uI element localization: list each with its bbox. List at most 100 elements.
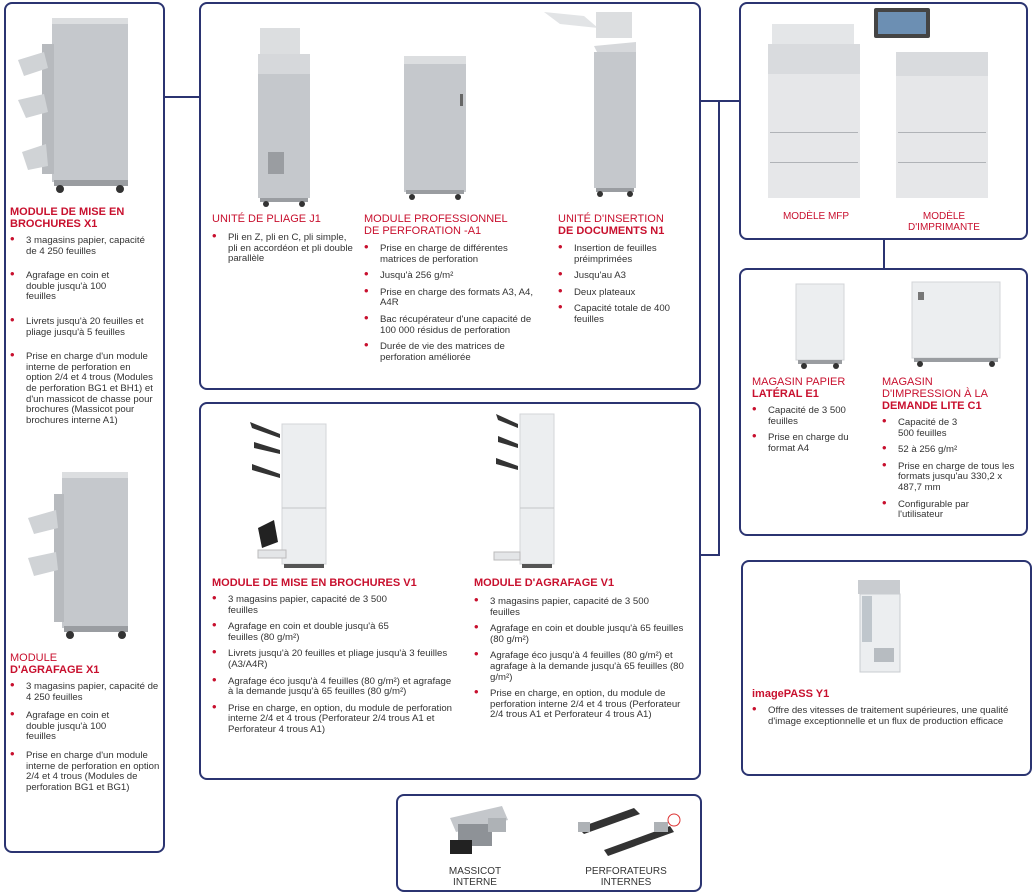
trimmer-label-line2: INTERNE bbox=[453, 877, 497, 888]
insert-n1-title-line1: UNITÉ D'INSERTION bbox=[558, 213, 664, 225]
mfp-label: MODÈLE MFP bbox=[764, 211, 868, 222]
connector-top-right bbox=[700, 100, 740, 102]
list-item: Agrafage éco jusqu'à 4 feuilles (80 g/m²… bbox=[474, 649, 696, 683]
staple-x1-title-line2: D'AGRAFAGE X1 bbox=[10, 664, 100, 676]
lateral-e1-bullets: Capacité de 3 500 feuilles Prise en char… bbox=[752, 404, 876, 460]
trimmer-label: MASSICOT INTERNE bbox=[430, 866, 520, 888]
trimmer-label-line1: MASSICOT bbox=[448, 866, 502, 877]
list-item: 52 à 256 g/m² bbox=[882, 443, 1022, 456]
list-item: 3 magasins papier, capacité de 3 500 feu… bbox=[474, 595, 696, 618]
demand-c1-title-line3: DEMANDE LITE C1 bbox=[882, 400, 982, 412]
list-item: Offre des vitesses de traitement supérie… bbox=[752, 704, 1026, 727]
imagepass-bullets: Offre des vitesses de traitement supérie… bbox=[752, 704, 1026, 733]
list-item: Prise en charge d'un module interne de p… bbox=[10, 749, 160, 793]
mfp-label-text: MODÈLE MFP bbox=[782, 211, 850, 222]
punch-a1-bullets: Prise en charge de différentes matrices … bbox=[364, 242, 540, 369]
lateral-e1-title-line2: LATÉRAL E1 bbox=[752, 388, 819, 400]
list-item: Jusqu'au A3 bbox=[558, 269, 698, 282]
staple-x1-title-line1: MODULE bbox=[10, 652, 58, 664]
list-item: Prise en charge, en option, du module de… bbox=[212, 702, 458, 736]
imagepass-image bbox=[858, 580, 901, 673]
booklet-x1-title: MODULE DE MISE EN BROCHURES X1 bbox=[10, 206, 160, 230]
fold-j1-image bbox=[258, 28, 310, 207]
connector-left bbox=[164, 96, 200, 98]
staple-x1-title: MODULE D'AGRAFAGE X1 bbox=[10, 652, 160, 676]
insert-n1-title: UNITÉ D'INSERTION DE DOCUMENTS N1 bbox=[558, 213, 698, 237]
list-item: Agrafage éco jusqu'à 4 feuilles (80 g/m²… bbox=[212, 675, 458, 698]
insert-n1-title-line2: DE DOCUMENTS N1 bbox=[558, 225, 665, 237]
demand-c1-title-line2: D'IMPRESSION À LA bbox=[882, 388, 989, 400]
booklet-v1-title: MODULE DE MISE EN BROCHURES V1 bbox=[212, 577, 482, 589]
connector-mid-right bbox=[700, 554, 720, 556]
fold-j1-bullets: Pli en Z, pli en C, pli simple, pli en a… bbox=[212, 231, 358, 271]
printer-label-line1: MODÈLE bbox=[922, 211, 966, 222]
booklet-v1-bullets: 3 magasins papier, capacité de 3 500 feu… bbox=[212, 593, 458, 742]
demand-c1-image bbox=[911, 281, 1001, 367]
booklet-x1-title-line2: BROCHURES X1 bbox=[10, 218, 98, 230]
list-item: Deux plateaux bbox=[558, 286, 698, 299]
list-item: Capacité de 3 500 feuilles bbox=[882, 416, 1022, 439]
list-item: Prise en charge, en option, du module de… bbox=[474, 687, 696, 721]
punch-a1-title-line1: MODULE PROFESSIONNEL bbox=[364, 213, 508, 225]
list-item: Prise en charge de différentes matrices … bbox=[364, 242, 540, 265]
lateral-e1-title: MAGASIN PAPIER LATÉRAL E1 bbox=[752, 376, 872, 400]
list-item: Prise en charge d'un module interne de p… bbox=[10, 350, 158, 426]
printer-label-line2: D'IMPRIMANTE bbox=[908, 222, 980, 233]
staple-v1-title-text: MODULE D'AGRAFAGE V1 bbox=[474, 577, 615, 589]
list-item: Bac récupérateur d'une capacité de 100 0… bbox=[364, 313, 540, 336]
punch-a1-title-line2: DE PERFORATION -A1 bbox=[364, 225, 482, 237]
booklet-v1-image bbox=[250, 422, 327, 568]
staple-v1-title: MODULE D'AGRAFAGE V1 bbox=[474, 577, 694, 589]
trimmer-image bbox=[450, 806, 508, 854]
punch-a1-title: MODULE PROFESSIONNEL DE PERFORATION -A1 bbox=[364, 213, 544, 237]
list-item: Agrafage en coin et double jusqu'à 65 fe… bbox=[212, 620, 458, 643]
lateral-e1-image bbox=[795, 283, 845, 369]
list-item: Pli en Z, pli en C, pli simple, pli en a… bbox=[212, 231, 358, 265]
list-item: Agrafage en coin et double jusqu'à 65 fe… bbox=[474, 622, 696, 645]
demand-c1-title: MAGASIN D'IMPRESSION À LA DEMANDE LITE C… bbox=[882, 376, 1026, 412]
punchers-label-line1: PERFORATEURS bbox=[585, 866, 667, 877]
imagepass-title-text: imagePASS Y1 bbox=[752, 688, 830, 700]
list-item: Configurable par l'utilisateur bbox=[882, 498, 1022, 521]
fold-j1-title: UNITÉ DE PLIAGE J1 bbox=[212, 213, 352, 225]
panel-internal-options bbox=[396, 794, 702, 892]
mfp-image bbox=[768, 8, 988, 198]
list-item: Jusqu'à 256 g/m² bbox=[364, 269, 540, 282]
list-item: 3 magasins papier, capacité de 4 250 feu… bbox=[10, 680, 160, 703]
list-item: 3 magasins papier, capacité de 3 500 feu… bbox=[212, 593, 458, 616]
punch-a1-image bbox=[404, 56, 466, 200]
staple-v1-bullets: 3 magasins papier, capacité de 3 500 feu… bbox=[474, 595, 696, 727]
staple-x1-bullets: 3 magasins papier, capacité de 4 250 feu… bbox=[10, 680, 160, 799]
printer-label: MODÈLE D'IMPRIMANTE bbox=[884, 211, 1004, 233]
connector-right-down bbox=[883, 240, 885, 268]
insert-n1-bullets: Insertion de feuilles préimprimées Jusqu… bbox=[558, 242, 698, 332]
list-item: Durée de vie des matrices de perforation… bbox=[364, 340, 540, 363]
punchers-label: PERFORATEURS INTERNES bbox=[566, 866, 686, 888]
booklet-x1-title-line1: MODULE DE MISE EN bbox=[10, 206, 125, 218]
imagepass-title: imagePASS Y1 bbox=[752, 688, 952, 700]
connector-vertical bbox=[718, 100, 720, 556]
booklet-v1-title-text: MODULE DE MISE EN BROCHURES V1 bbox=[212, 577, 417, 589]
list-item: Livrets jusqu'à 20 feuilles et pliage ju… bbox=[212, 647, 458, 670]
booklet-x1-bullets: 3 magasins papier, capacité de 4 250 feu… bbox=[10, 234, 158, 432]
lateral-e1-title-line1: MAGASIN PAPIER bbox=[752, 376, 846, 388]
list-item: Agrafage en coin et double jusqu'à 100 f… bbox=[10, 269, 158, 303]
fold-j1-title-text: UNITÉ DE PLIAGE J1 bbox=[212, 213, 321, 225]
list-item: Agrafage en coin et double jusqu'à 100 f… bbox=[10, 709, 160, 743]
list-item: 3 magasins papier, capacité de 4 250 feu… bbox=[10, 234, 158, 257]
list-item: Prise en charge des formats A3, A4, A4R bbox=[364, 286, 540, 309]
list-item: Prise en charge du format A4 bbox=[752, 431, 876, 454]
demand-c1-bullets: Capacité de 3 500 feuilles 52 à 256 g/m²… bbox=[882, 416, 1022, 527]
insert-n1-image bbox=[544, 12, 636, 197]
list-item: Prise en charge de tous les formats jusq… bbox=[882, 460, 1022, 494]
booklet-x1-image bbox=[18, 18, 128, 193]
staple-v1-image bbox=[493, 413, 555, 568]
punchers-image bbox=[578, 808, 681, 856]
list-item: Capacité totale de 400 feuilles bbox=[558, 302, 698, 325]
demand-c1-title-line1: MAGASIN bbox=[882, 376, 933, 388]
list-item: Capacité de 3 500 feuilles bbox=[752, 404, 876, 427]
list-item: Insertion de feuilles préimprimées bbox=[558, 242, 698, 265]
punchers-label-line2: INTERNES bbox=[600, 877, 652, 888]
staple-x1-image bbox=[28, 472, 128, 639]
list-item: Livrets jusqu'à 20 feuilles et pliage ju… bbox=[10, 315, 158, 338]
